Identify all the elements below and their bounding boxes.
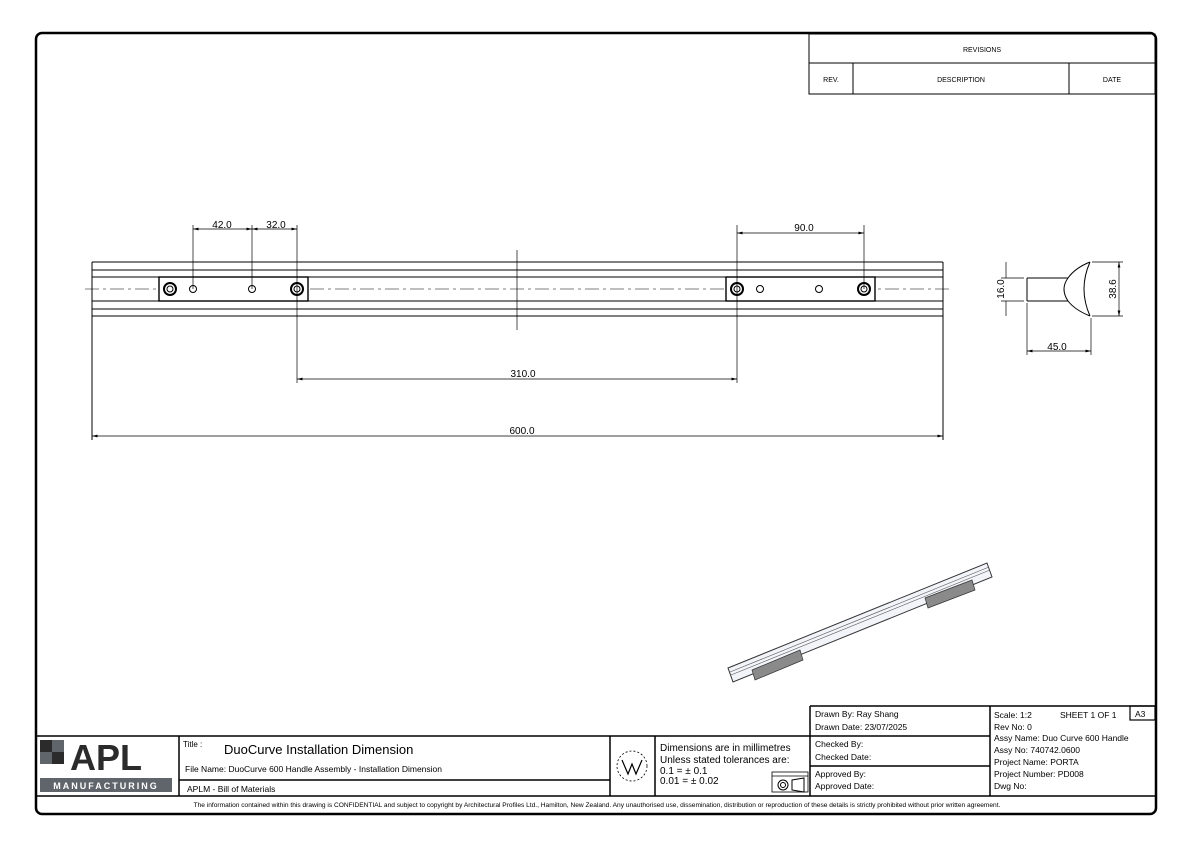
dim-600: 600.0 [509,426,534,437]
project-name: Project Name: PORTA [994,757,1079,767]
description-header: DESCRIPTION [937,77,985,84]
rev-no: Rev No: 0 [994,722,1032,732]
logo-subtext: MANUFACTURING [53,781,159,791]
dwg-no: Dwg No: [994,781,1027,791]
dim-45: 45.0 [1047,342,1067,353]
title-label: Title : [183,740,202,749]
assy-name: Assy Name: Duo Curve 600 Handle [994,733,1129,743]
drawn-date: Drawn Date: 23/07/2025 [815,722,907,732]
units-note: Dimensions are in millimetres [660,743,791,754]
title-block-grid [37,705,1156,797]
left-bracket [158,276,309,302]
right-bracket [725,276,876,302]
sheet: SHEET 1 OF 1 [1060,710,1117,720]
checked-date: Checked Date: [815,752,871,762]
isometric-view [727,562,993,683]
drawing-title: DuoCurve Installation Dimension [224,742,413,757]
seal-icon [616,750,648,782]
dim-42: 42.0 [212,220,232,231]
projection-icon [771,771,809,793]
dim-90: 90.0 [794,223,814,234]
bom-label: APLM - Bill of Materials [187,784,275,794]
file-name: File Name: DuoCurve 600 Handle Assembly … [185,764,442,774]
confidentiality-footer: The information contained within this dr… [194,802,1001,809]
dim-32: 32.0 [266,220,286,231]
project-number: Project Number: PD008 [994,769,1084,779]
scale: Scale: 1:2 [994,710,1032,720]
date-header: DATE [1103,77,1121,84]
revisions-title: REVISIONS [963,47,1001,54]
approved-by: Approved By: [815,769,866,779]
sheet-size: A3 [1135,709,1146,719]
tolerance-2: 0.01 = ± 0.02 [660,776,719,787]
tolerance-1: 0.1 = ± 0.1 [660,766,708,777]
tolerance-heading: Unless stated tolerances are: [660,755,790,766]
approved-date: Approved Date: [815,781,874,791]
side-view: 16.0 38.6 45.0 [996,261,1123,355]
drawing-border [34,31,1158,816]
checked-by: Checked By: [815,739,863,749]
dim-310: 310.0 [510,369,535,380]
dim-16: 16.0 [996,279,1007,299]
drawn-by: Drawn By: Ray Shang [815,709,899,719]
dim-38-6: 38.6 [1108,279,1119,299]
assy-no: Assy No: 740742.0600 [994,745,1080,755]
rev-header: REV. [823,77,839,84]
revisions-table: REVISIONS REV. DESCRIPTION DATE [808,33,1156,95]
apl-logo: APL MANUFACTURING [40,737,172,792]
logo-text: APL [70,737,142,778]
front-view: 42.0 32.0 90.0 310.0 600.0 [85,220,950,440]
